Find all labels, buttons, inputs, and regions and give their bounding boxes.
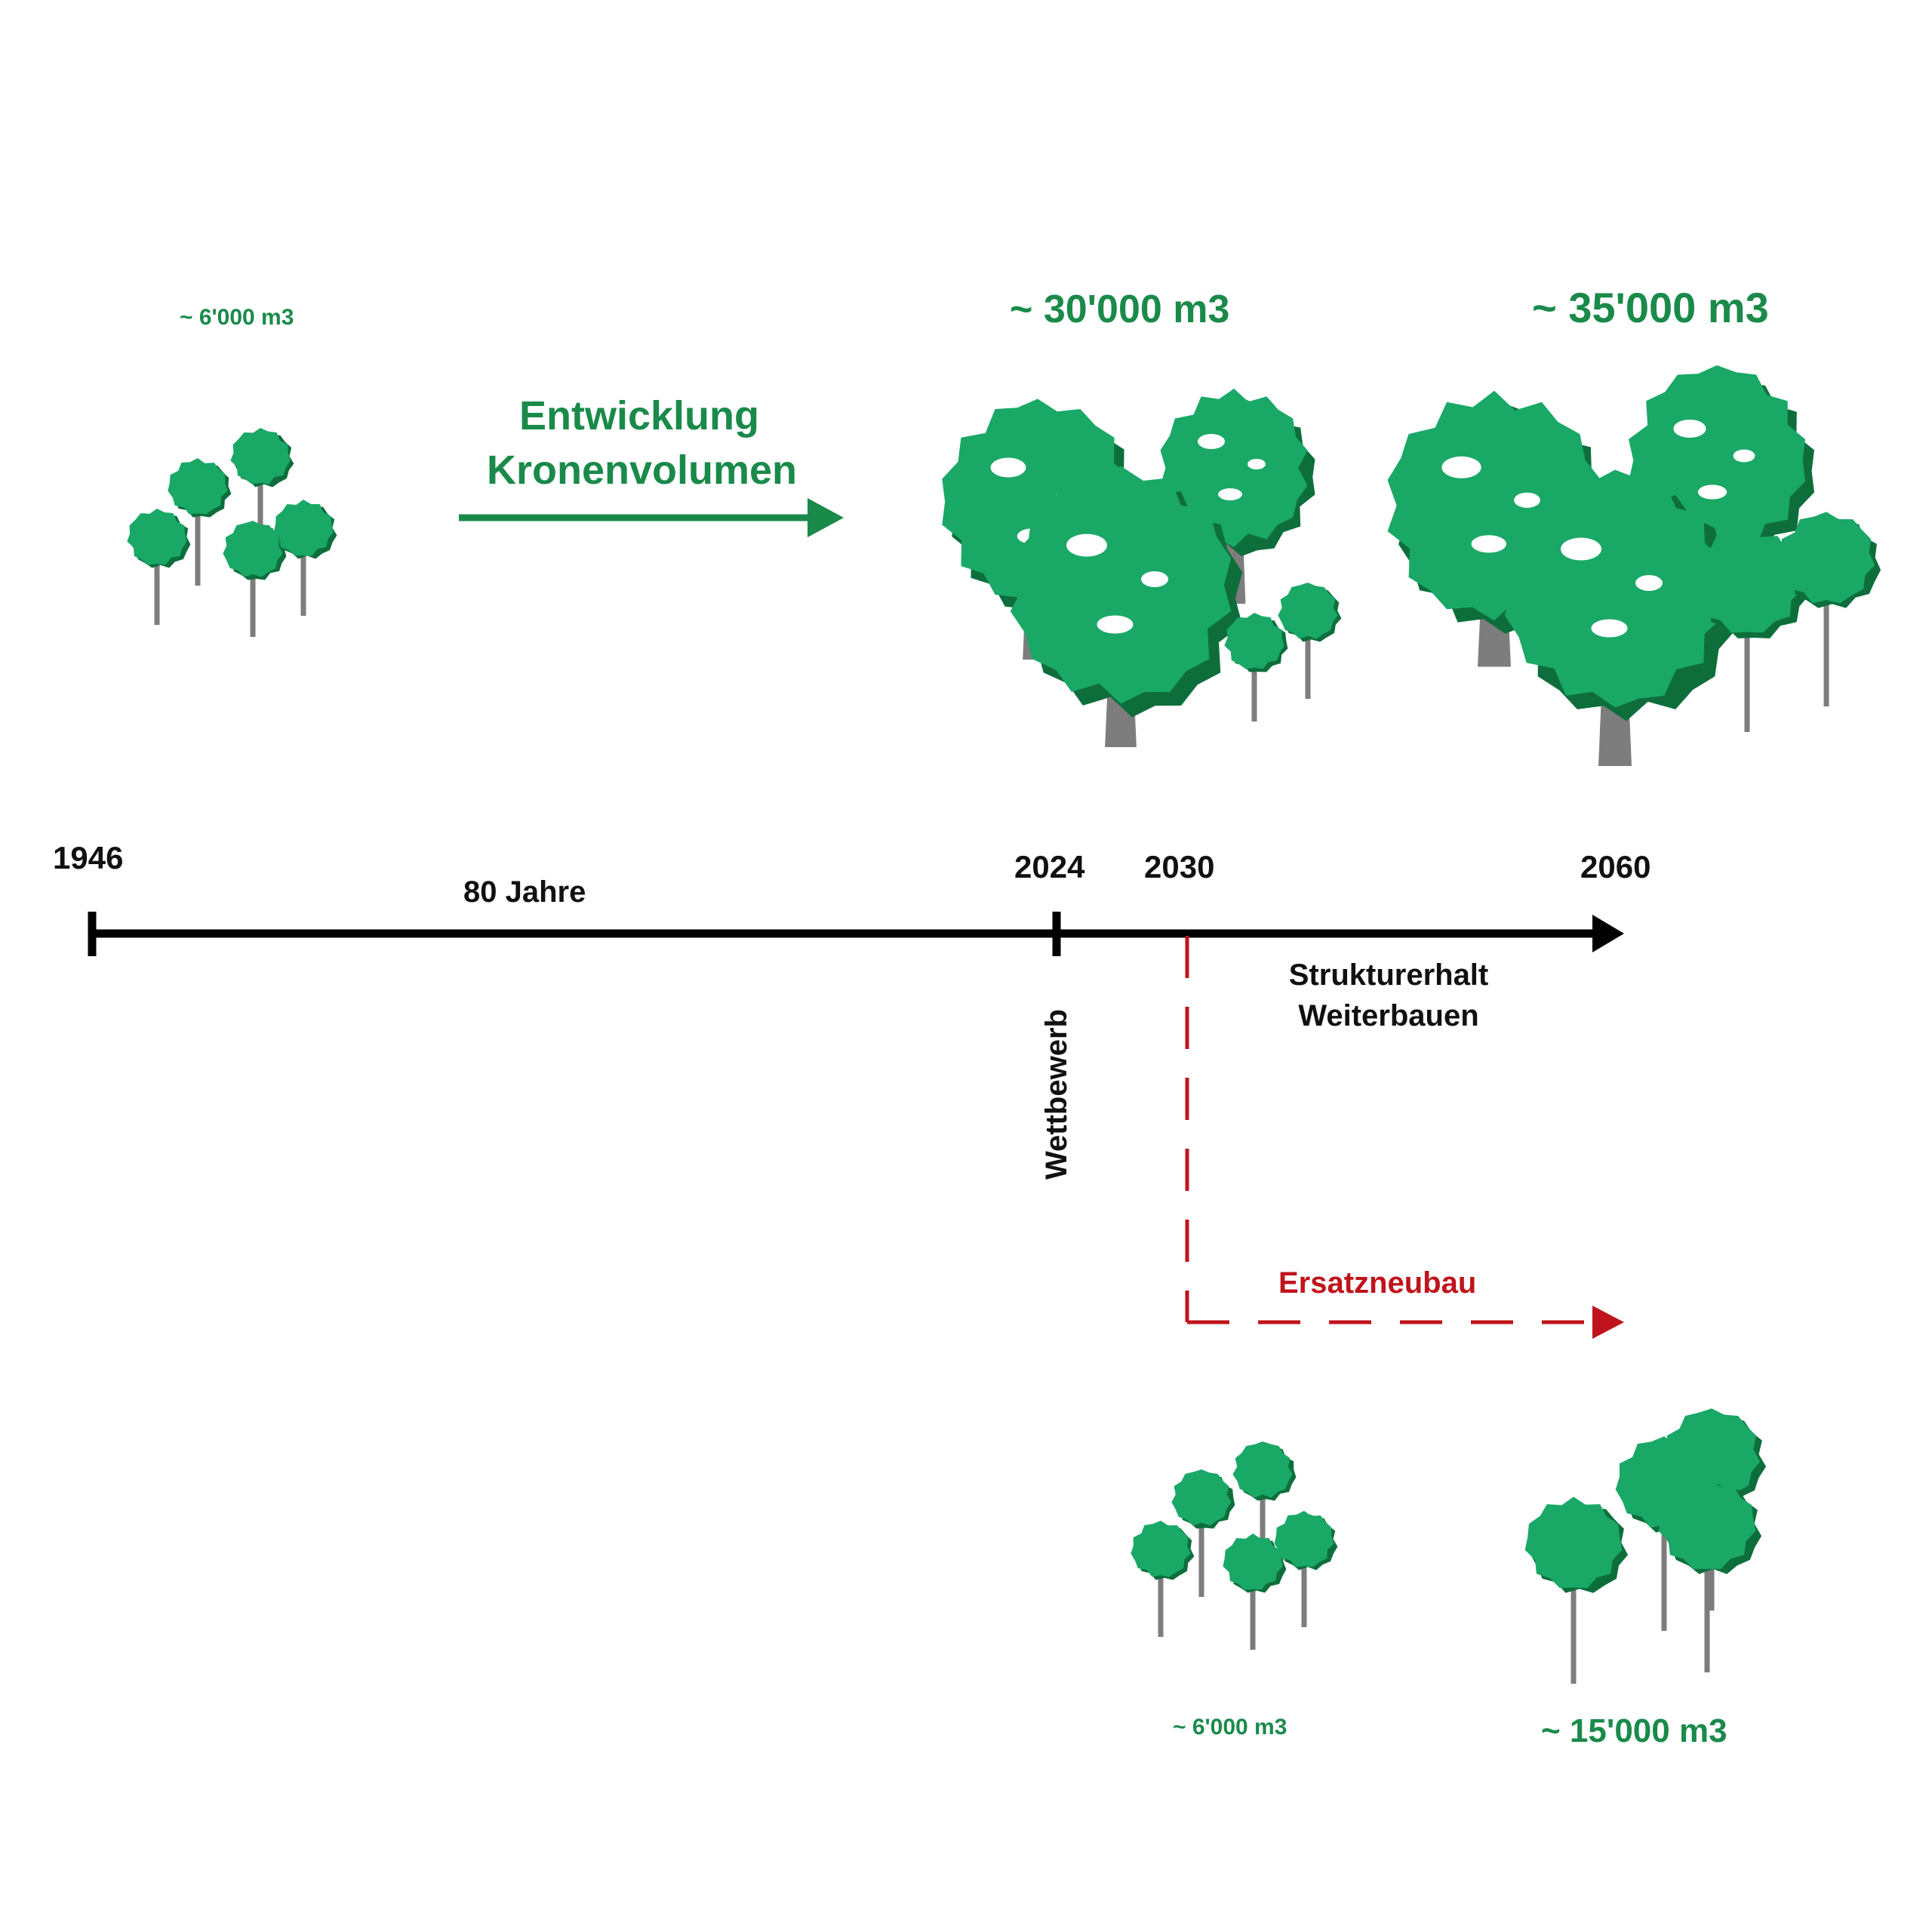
span-label: 80 Jahre xyxy=(463,875,586,909)
tree-young xyxy=(1223,1534,1287,1650)
year-1946: 1946 xyxy=(53,840,124,875)
tree-medium xyxy=(1524,1497,1629,1684)
tree-group-2060 xyxy=(1387,365,1881,766)
tree-young xyxy=(1232,1441,1297,1561)
year-2060: 2060 xyxy=(1580,849,1651,884)
volume-new-2030: ~ 6'000 m3 xyxy=(1173,1715,1287,1740)
tree-mature xyxy=(1504,469,1737,766)
tree-young xyxy=(1777,512,1881,706)
tree-young xyxy=(230,428,294,548)
tree-group-new-2030 xyxy=(1131,1441,1338,1650)
tree-young xyxy=(1171,1469,1235,1597)
year-2030: 2030 xyxy=(1144,849,1215,884)
tree-young xyxy=(168,458,232,586)
volume-2030: ~ 30'000 m3 xyxy=(1010,288,1230,331)
tree-young xyxy=(1278,583,1342,699)
tree-young xyxy=(273,500,337,616)
competition-label: Wettbewerb xyxy=(1040,1009,1073,1180)
timeline-axis xyxy=(88,912,1624,956)
replacement-path xyxy=(1185,936,1624,1339)
tree-medium xyxy=(1658,1478,1762,1672)
tree-group-2030 xyxy=(942,389,1342,747)
replacement-label: Ersatzneubau xyxy=(1278,1266,1477,1300)
year-2024: 2024 xyxy=(1014,849,1085,884)
volume-new-2060: ~ 15'000 m3 xyxy=(1541,1712,1727,1749)
tree-group-1946 xyxy=(127,428,337,637)
tree-young xyxy=(223,521,287,637)
volume-1946: ~ 6'000 m3 xyxy=(180,305,294,330)
development-arrow xyxy=(459,498,844,537)
tree-young xyxy=(1224,613,1288,721)
tree-young xyxy=(1131,1521,1195,1637)
continue-building-label: Weiterbauen xyxy=(1298,999,1479,1032)
development-label-line2: Kronenvolumen xyxy=(487,448,798,493)
tree-group-new-2060 xyxy=(1524,1408,1767,1684)
keep-structure-label: Strukturerhalt xyxy=(1288,958,1489,992)
tree-mature xyxy=(1010,466,1243,747)
tree-young xyxy=(127,509,191,625)
tree-young xyxy=(1274,1511,1338,1627)
development-label-line1: Entwicklung xyxy=(519,393,760,438)
volume-2060: ~ 35'000 m3 xyxy=(1532,284,1769,331)
